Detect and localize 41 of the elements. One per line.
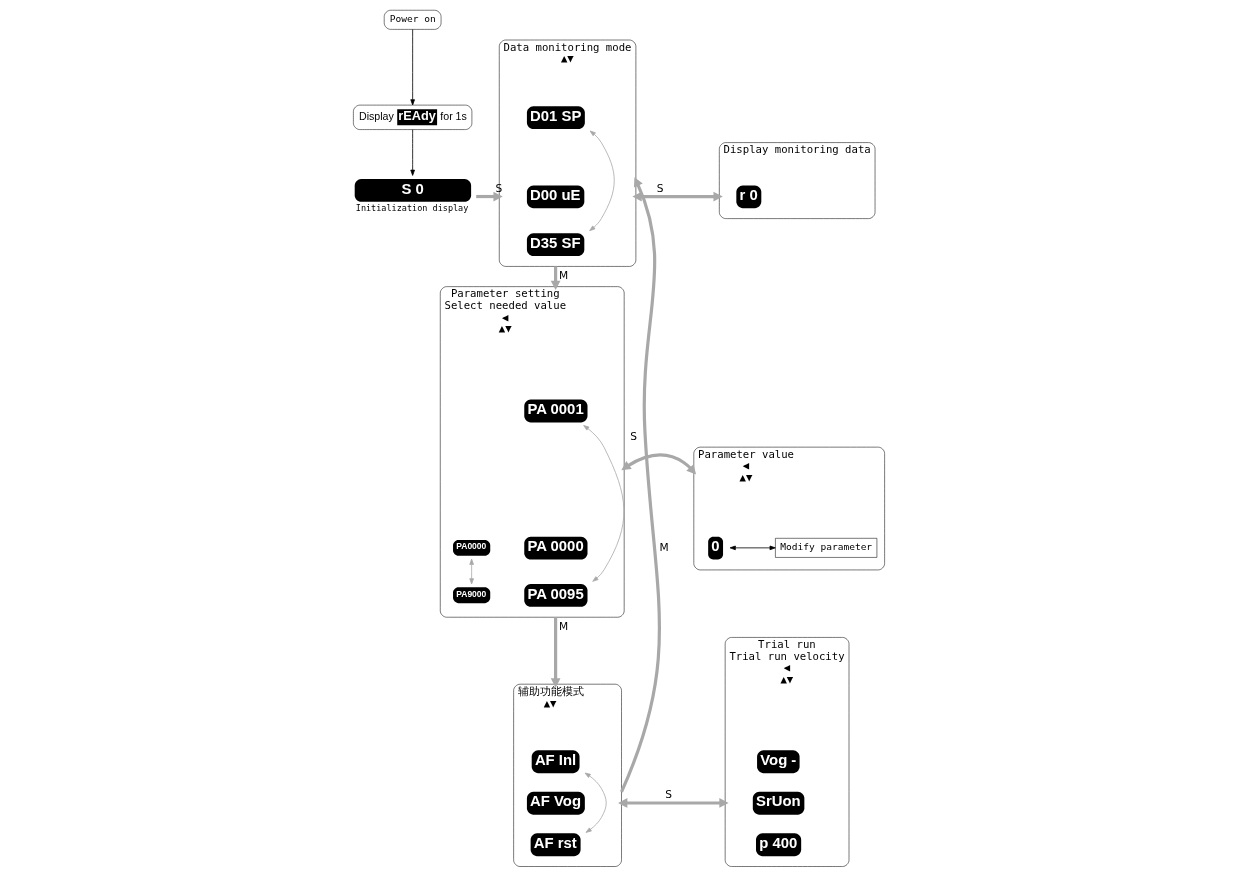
arrow xyxy=(729,545,776,551)
node-box: Modify parameter xyxy=(775,538,878,558)
node-box: PA0000 xyxy=(453,539,491,556)
edge-label: M xyxy=(659,540,669,554)
arrow xyxy=(621,453,697,475)
node-box: PA 0001 xyxy=(524,399,588,423)
node-box: D00 uE xyxy=(526,185,585,209)
node-box: PA9000 xyxy=(453,587,491,604)
node-box: PA 0095 xyxy=(524,584,588,607)
node-box: AF rst xyxy=(530,833,581,857)
arrow xyxy=(410,129,415,176)
arrow xyxy=(550,266,561,291)
arrow xyxy=(583,425,625,582)
node-box: Display rEAdy for 1s xyxy=(353,104,473,130)
node-box: AF Inl xyxy=(531,750,580,774)
node-box: D01 SP xyxy=(526,106,585,130)
node-box: D35 SF xyxy=(526,233,585,257)
edge-label: S xyxy=(665,788,672,802)
arrow xyxy=(584,772,607,833)
node-box: Vog - xyxy=(757,750,800,774)
edge-label: M xyxy=(559,619,569,633)
arrow xyxy=(620,177,661,793)
node-box: Power on xyxy=(383,9,442,30)
arrow xyxy=(589,130,615,232)
edge-label: S xyxy=(656,181,664,195)
arrow xyxy=(632,191,723,202)
node-box: r 0 xyxy=(736,185,762,209)
node-box: AF Vog xyxy=(526,791,585,815)
arrow xyxy=(618,798,729,808)
edge-label: M xyxy=(559,269,569,283)
arrow xyxy=(469,558,474,585)
edge-label: S xyxy=(630,429,638,443)
arrow xyxy=(476,191,503,202)
arrow xyxy=(550,617,561,688)
node-box: S 0 xyxy=(354,179,472,202)
node-box: p 400 xyxy=(756,833,802,857)
node-box: SrUon xyxy=(752,791,805,815)
node-label: Initialization display xyxy=(355,202,469,213)
node-box: 0 xyxy=(708,536,724,560)
arrow xyxy=(410,29,415,106)
node-box: PA 0000 xyxy=(524,536,588,560)
